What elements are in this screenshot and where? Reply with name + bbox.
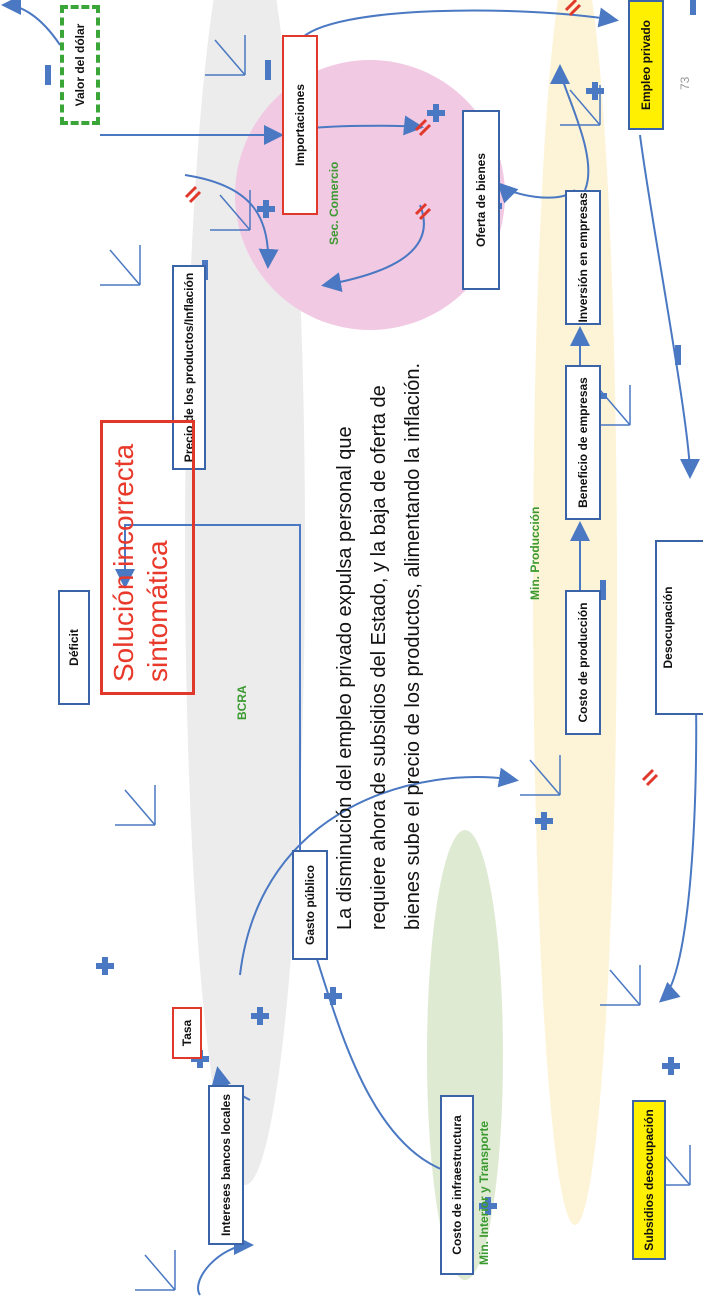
delay-mark-1 [184,185,202,204]
minus-sign-4 [690,0,696,15]
delay-mark-5 [641,768,659,787]
delay-mark-2 [414,118,432,137]
mini-graph-3 [115,785,156,826]
plus-sign-2 [96,957,114,975]
arrow-precio-importaciones [184,174,279,269]
node-costo-infra[interactable]: Costo de infraestructura [440,1095,474,1275]
node-empleo-privado[interactable]: Empleo privado [628,0,664,130]
slide-title-line-1: Solución incorrecta [108,443,139,682]
node-intereses-bancos[interactable]: Intereses bancos locales [208,1085,244,1245]
region-label-bcra: BCRA [235,685,249,720]
caption-line-1: La disminución del empleo privado expuls… [334,426,356,930]
region-label-min-produccion: Min. Producción [528,506,542,600]
node-importaciones[interactable]: Importaciones [282,35,318,215]
mini-graph-10 [600,965,641,1006]
arrow-empleo-desocupacion [639,134,700,479]
region-label-min-interior: Min. Interior y Transporte [477,1120,491,1265]
plus-sign-5 [535,812,553,830]
node-deficit[interactable]: Déficit [58,590,90,705]
slide-title-line-2: sintomática [142,540,173,682]
node-oferta[interactable]: Oferta de bienes [462,110,500,290]
page-number: 73 [678,76,692,90]
arrow-inversion-empleo [550,64,590,191]
node-costo-produccion[interactable]: Costo de producción [565,590,601,735]
plus-sign-9 [427,104,445,122]
node-subsidios[interactable]: Subsidios desocupación [632,1100,666,1260]
node-desocupacion[interactable]: Desocupación [655,540,703,715]
mini-graph-8 [560,85,601,126]
minus-sign-6 [600,580,606,600]
node-inversion[interactable]: Inversión en empresas [565,190,601,325]
minus-sign-3 [265,60,271,80]
region-label-sec-comercio: Sec. Comercio [327,161,341,245]
arrow-intereses-costo-prod [239,767,519,976]
node-valor-dolar[interactable]: Valor del dólar [60,5,100,125]
slide-title: Solución incorrecta sintomática [100,420,195,695]
mini-graph-5 [100,245,141,286]
caption-line-2: requiere ahora de subsidios del Estado, … [368,385,390,930]
delay-mark-4 [564,0,582,17]
node-beneficio[interactable]: Beneficio de empresas [565,365,601,520]
plus-sign-3 [251,1007,269,1025]
arrow-importaciones-empleo [299,7,619,41]
caption-line-3: bienes sube el precio de los productos, … [402,362,424,930]
caption: La disminución del empleo privado expuls… [328,290,430,930]
minus-sign-2 [45,65,51,85]
plus-sign-8 [257,200,275,218]
arrow-oferta-precio [321,204,425,292]
mini-graph-6 [210,190,251,231]
plus-sign-11 [662,1057,680,1075]
arrow-dolar-edge [1,0,61,46]
delay-mark-3 [414,202,432,221]
mini-graph-2 [135,1250,176,1291]
node-tasa[interactable]: Tasa [172,1007,202,1059]
arrow-intereses-left [197,1235,254,1296]
plus-sign-12 [324,987,342,1005]
mini-graph-4 [520,755,561,796]
node-gasto-publico[interactable]: Gasto público [292,850,328,960]
minus-sign-5 [675,345,681,365]
mini-graph-7 [205,35,246,76]
plus-sign-4 [479,1197,497,1215]
